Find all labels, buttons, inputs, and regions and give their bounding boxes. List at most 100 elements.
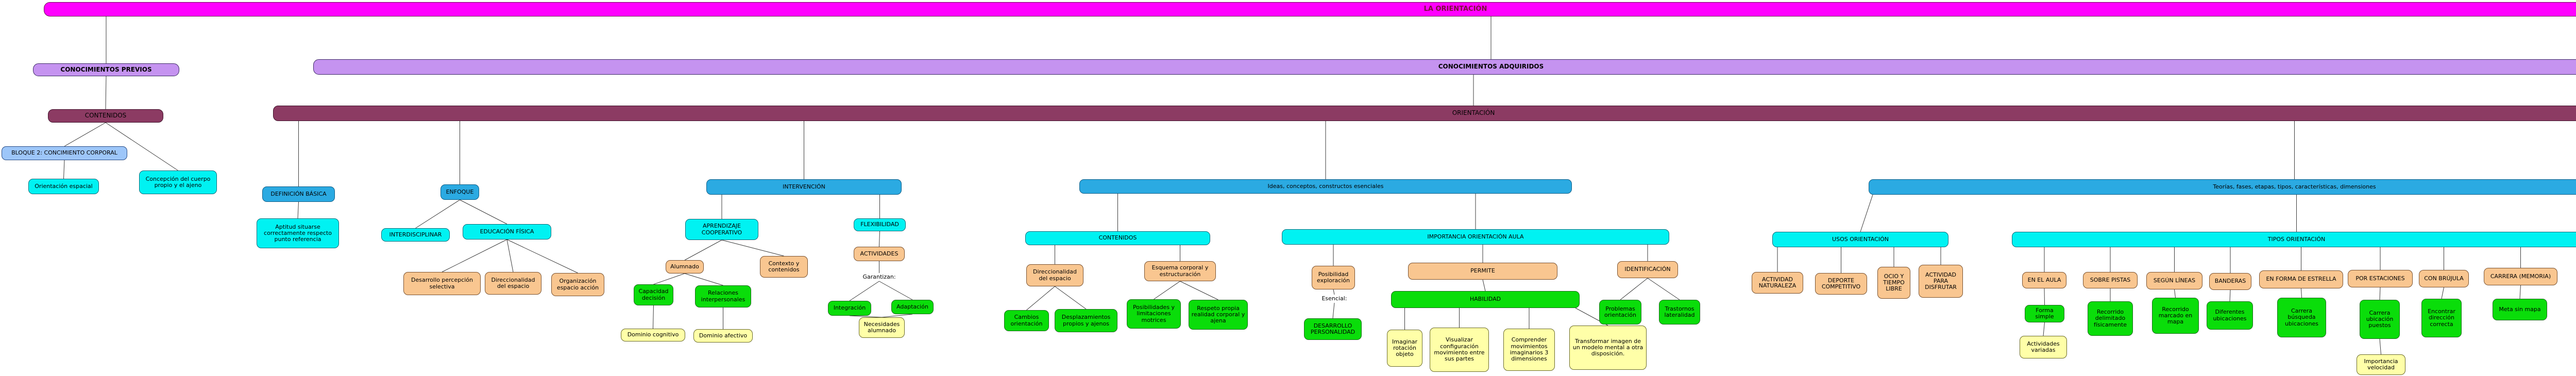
connector-bloque2-orient_espacial <box>63 160 65 179</box>
connector-garantizan-integracion <box>849 281 879 301</box>
node-segun-lineas[interactable]: SEGÚN LÍNEAS <box>2146 272 2202 289</box>
node-trastornos-lateralidad[interactable]: Trastornos lateralidad <box>1659 300 1700 324</box>
node-carrera-memoria[interactable]: CARRERA (MEMORIA) <box>2484 268 2557 285</box>
node-relaciones-interpersonales[interactable]: Relaciones interpersonales <box>695 285 751 307</box>
connector-educacion_fisica-direccionalidad_b <box>506 239 514 272</box>
node-desarrollo-percepcion[interactable]: Desarrollo percepción selectiva <box>403 272 481 295</box>
node-meta-sin-mapa[interactable]: Meta sin mapa <box>2493 299 2547 320</box>
node-transformar-imagen[interactable]: Transformar imagen de un modelo mental a… <box>1569 326 1647 370</box>
node-actividad-para-disfrutar[interactable]: ACTIVIDAD PARA DISFRUTAR <box>1919 265 1963 298</box>
node-tipos-orientacion[interactable]: TIPOS ORIENTACIÓN <box>2012 232 2576 247</box>
connector-garantizan-adaptacion <box>879 281 913 300</box>
node-interdisciplinar[interactable]: INTERDISCIPLINAR <box>381 228 450 242</box>
node-orientacion-bar[interactable]: ORIENTACIÓN <box>273 106 2576 121</box>
node-identificacion[interactable]: IDENTIFICACIÓN <box>1617 261 1678 278</box>
node-adaptacion[interactable]: Adaptación <box>891 300 934 314</box>
node-carrera-busqueda[interactable]: Carrera búsqueda ubicaciones <box>2277 298 2326 337</box>
node-forma-simple[interactable]: Forma simple <box>2025 305 2064 322</box>
node-por-estaciones[interactable]: POR ESTACIONES <box>2348 270 2413 287</box>
node-actividades[interactable]: ACTIVIDADES <box>854 247 905 261</box>
node-en-forma-de-estrella[interactable]: EN FORMA DE ESTRELLA <box>2259 270 2343 288</box>
node-recorrido-marcado-mapa[interactable]: Recorrido marcado en mapa <box>2152 298 2199 334</box>
node-dominio-afectivo[interactable]: Dominio afectivo <box>693 329 753 343</box>
node-banderas[interactable]: BANDERAS <box>2209 273 2251 290</box>
title-bar-la-orientacion[interactable]: LA ORIENTACIÓN <box>44 2 2576 16</box>
connector-educacion_fisica-organizacion_espacio <box>506 239 578 274</box>
node-sobre-pistas[interactable]: SOBRE PISTAS <box>2083 272 2138 288</box>
node-capacidad-decision[interactable]: Capacidad decisión <box>634 284 673 305</box>
node-actividades-variadas[interactable]: Actividades variadas <box>2020 336 2067 358</box>
node-orientacion-espacial[interactable]: Orientación espacial <box>28 179 99 194</box>
node-posibilidad-exploracion[interactable]: Posibilidad exploración <box>1312 266 1355 289</box>
node-bloque-2-conocimiento-corporal[interactable]: BLOQUE 2: CONCIMIENTO CORPORAL <box>2 146 127 160</box>
node-educacion-fisica[interactable]: EDUCACIÓN FÍSICA <box>463 224 551 240</box>
connector-carrera_ubic-importancia_vel <box>2379 338 2381 355</box>
node-contenidos-bar[interactable]: CONTENIDOS <box>1025 231 1210 245</box>
connector-aprendizaje-contexto <box>721 240 784 257</box>
connector-permite-habilidad <box>1482 279 1486 292</box>
node-esquema-corporal[interactable]: Esquema corporal y estructuración <box>1144 261 1216 281</box>
node-flexibilidad[interactable]: FLEXIBILIDAD <box>854 218 906 231</box>
node-ocio-tiempo-libre[interactable]: OCIO Y TIEMPO LIBRE <box>1877 267 1910 299</box>
node-desarrollo-personalidad[interactable]: DESARROLLO PERSONALIDAD <box>1304 318 1362 340</box>
node-en-el-aula[interactable]: EN EL AULA <box>2022 272 2066 288</box>
node-permite[interactable]: PERMITE <box>1408 263 1557 280</box>
node-concepcion-cuerpo[interactable]: Concepción del cuerpo propio y el ajeno <box>139 170 217 194</box>
node-alumnado[interactable]: Alumnado <box>666 260 704 274</box>
connector-direccionalidad2-desplazamientos <box>1055 286 1087 310</box>
link-label-garantizan[interactable]: Garantizan: <box>862 273 896 280</box>
connector-adaptacion-necesidades <box>882 314 913 318</box>
node-comprender-movimientos[interactable]: Comprender movimientos imaginarios 3 dim… <box>1503 329 1555 371</box>
node-actividad-naturaleza[interactable]: ACTIVIDAD NATURALEZA <box>1752 272 1803 294</box>
node-recorrido-delimitado[interactable]: Recorrido delimitado físicamente <box>2088 301 2133 336</box>
node-integracion[interactable]: Integración <box>828 301 871 316</box>
node-contenidos-previos[interactable]: CONTENIDOS <box>48 109 163 123</box>
connector-en_aula-forma_simple <box>2044 288 2045 305</box>
node-organizacion-espacio-accion[interactable]: Organización espacio acción <box>551 273 604 296</box>
node-enfoque[interactable]: ENFOQUE <box>440 184 479 200</box>
node-intervencion[interactable]: INTERVENCIÓN <box>706 179 902 195</box>
node-necesidades-alumnado[interactable]: Necesidades alumnado <box>859 317 905 338</box>
node-visualizar-configuracion[interactable]: Visualizar configuración movimiento entr… <box>1430 328 1489 372</box>
node-contexto-y-contenidos[interactable]: Contexto y contenidos <box>760 256 808 278</box>
node-respeto-realidad-corporal[interactable]: Respeto propia realidad corporal y ajena <box>1189 300 1248 330</box>
node-definicion-basica[interactable]: DEFINICIÓN BÁSICA <box>262 186 335 202</box>
node-problemas-orientacion[interactable]: Problemas orientación <box>1599 300 1641 324</box>
connector-contenidos_prev-concepcion <box>105 122 178 171</box>
node-conocimientos-adquiridos[interactable]: CONOCIMIENTOS ADQUIRIDOS <box>313 59 2576 75</box>
connector-teorias_bar-usos <box>1860 194 1873 232</box>
node-teorias-fases-etapas[interactable]: Teorías, fases, etapas, tipos, caracterí… <box>1869 179 2576 195</box>
connector-flexibilidad-actividades <box>879 231 880 247</box>
node-direccionalidad-espacio[interactable]: Direccionalidad del espacio <box>1026 264 1083 286</box>
node-posibilidades-limitaciones[interactable]: Posibilidades y limitaciones motrices <box>1127 299 1181 329</box>
node-importancia-orientacion-aula[interactable]: IMPORTANCIA ORIENTACIÓN AULA <box>1282 229 1669 245</box>
connector-contenidos_prev-bloque2 <box>64 122 106 147</box>
connector-enfoque-educacion_fisica <box>460 199 507 225</box>
connector-esquema-posibilidades <box>1154 281 1180 300</box>
node-aprendizaje-cooperativo[interactable]: APRENDIZAJE COOPERATIVO <box>685 219 758 240</box>
node-cambios-orientacion[interactable]: Cambios orientación <box>1004 310 1049 331</box>
node-carrera-ubicacion-puestos[interactable]: Carrera ubicación puestos <box>2360 300 2400 339</box>
node-con-brujula[interactable]: CON BRÚJULA <box>2419 270 2469 287</box>
node-conocimientos-previos[interactable]: CONOCIMIENTOS PREVIOS <box>33 63 179 76</box>
connector-educacion_fisica-desarrollo_percepcion <box>442 239 507 272</box>
node-deporte-competitivo[interactable]: DEPORTE COMPETITIVO <box>1815 273 1867 295</box>
node-aptitud-situarse[interactable]: Aptitud situarse correctamente respecto … <box>257 218 339 248</box>
link-label-esencial[interactable]: Esencial: <box>1321 295 1347 302</box>
node-imaginar-rotacion[interactable]: Imaginar rotación objeto <box>1387 330 1422 367</box>
connector-esquema-respeto <box>1180 281 1218 300</box>
node-desplazamientos[interactable]: Desplazamientos propios y ajenos <box>1055 309 1117 332</box>
node-habilidad[interactable]: HABILIDAD <box>1391 291 1580 308</box>
connector-segun_lineas-recorrido_mapa <box>2174 289 2176 298</box>
node-diferentes-ubicaciones[interactable]: Diferentes ubicaciones <box>2207 301 2253 330</box>
connector-alumnado-relaciones <box>684 273 723 286</box>
node-direccionalidad-espacio-ef[interactable]: Direccionalidad del espacio <box>485 272 541 295</box>
node-encontrar-direccion[interactable]: Encontrar dirección correcta <box>2421 299 2462 337</box>
connector-aprendizaje-alumnado <box>684 240 722 261</box>
connector-forma_simple-activ_variadas <box>2043 322 2045 336</box>
node-dominio-cognitivo[interactable]: Dominio cognitivo <box>621 329 685 341</box>
node-importancia-velocidad[interactable]: Importancia velocidad <box>2357 354 2405 375</box>
node-usos-orientacion[interactable]: USOS ORIENTACIÓN <box>1772 232 1948 247</box>
node-ideas-conceptos-constructos[interactable]: Ideas, conceptos, constructos esenciales <box>1079 179 1572 194</box>
